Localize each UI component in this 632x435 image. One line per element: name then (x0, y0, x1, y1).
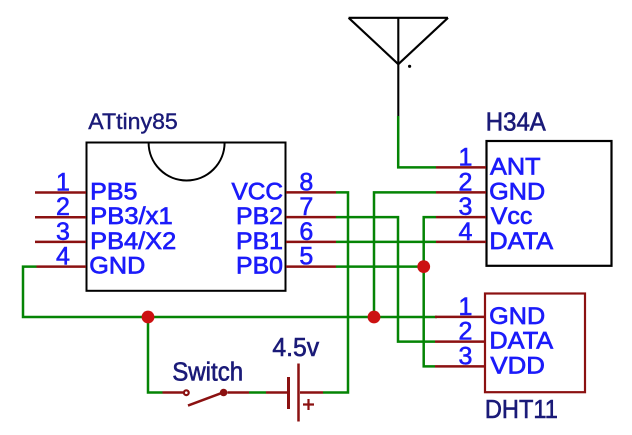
svg-text:5: 5 (299, 243, 313, 271)
svg-text:GND: GND (89, 253, 145, 280)
svg-text:Switch: Switch (172, 359, 243, 387)
svg-text:PB4/X2: PB4/X2 (90, 228, 176, 255)
svg-text:2: 2 (459, 318, 473, 346)
svg-text:8: 8 (299, 168, 313, 196)
svg-text:H34A: H34A (486, 109, 546, 137)
svg-text:ANT: ANT (490, 153, 541, 180)
svg-text:ATtiny85: ATtiny85 (88, 109, 178, 134)
svg-text:Vcc: Vcc (491, 203, 533, 230)
svg-text:GND: GND (489, 179, 545, 206)
svg-text:4: 4 (459, 218, 473, 246)
svg-text:PB3/x1: PB3/x1 (90, 203, 173, 230)
svg-text:DHT11: DHT11 (485, 396, 558, 424)
svg-text:1: 1 (56, 168, 70, 196)
svg-text:DATA: DATA (489, 328, 553, 355)
svg-text:VDD: VDD (490, 352, 545, 379)
svg-text:6: 6 (299, 218, 313, 246)
svg-text:PB0: PB0 (236, 253, 283, 280)
svg-text:PB1: PB1 (236, 228, 283, 255)
svg-text:3: 3 (459, 193, 473, 221)
svg-text:VCC: VCC (232, 179, 284, 206)
svg-text:PB5: PB5 (90, 179, 137, 206)
svg-text:DATA: DATA (489, 228, 553, 255)
svg-text:GND: GND (489, 303, 545, 330)
svg-text:4.5v: 4.5v (272, 334, 319, 362)
svg-text:PB2: PB2 (236, 203, 283, 230)
svg-text:4: 4 (56, 243, 70, 271)
svg-text:3: 3 (459, 342, 473, 370)
svg-text:1: 1 (459, 143, 473, 171)
svg-text:3: 3 (56, 218, 70, 246)
svg-text:1: 1 (459, 293, 473, 321)
svg-text:7: 7 (299, 193, 313, 221)
svg-text:2: 2 (459, 168, 473, 196)
svg-text:2: 2 (56, 193, 70, 221)
